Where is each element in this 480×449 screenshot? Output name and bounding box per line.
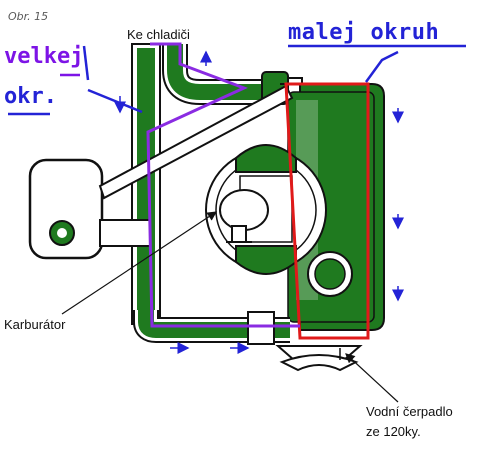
- water-pump: [275, 345, 363, 372]
- big-circuit-outline: [146, 42, 300, 328]
- annotation-big-circuit-line2: okr.: [4, 84, 57, 109]
- small-circuit-outline: [284, 82, 370, 340]
- carburetor-leader: [61, 211, 218, 315]
- label-water-pump-line1: Vodní čerpadlo: [366, 404, 453, 419]
- left-vertical-pipe: [131, 43, 161, 325]
- carburetor-unit: [219, 189, 269, 243]
- label-water-pump-line2: ze 120ky.: [366, 424, 421, 439]
- flow-arrows: [114, 50, 404, 354]
- top-pipe-to-radiator: [162, 44, 268, 105]
- annotation-big-circuit-line1: velkej: [4, 44, 84, 69]
- leader-lines: [61, 211, 399, 403]
- bottom-pipe: [133, 310, 290, 345]
- figure-caption: Obr. 15: [8, 10, 49, 23]
- annotation-underlines: [8, 44, 466, 116]
- annotation-small-circuit: malej okruh: [288, 20, 440, 45]
- pump-leader: [345, 353, 399, 403]
- label-carburetor: Karburátor: [4, 317, 66, 332]
- label-to-radiator: Ke chladiči: [127, 27, 190, 42]
